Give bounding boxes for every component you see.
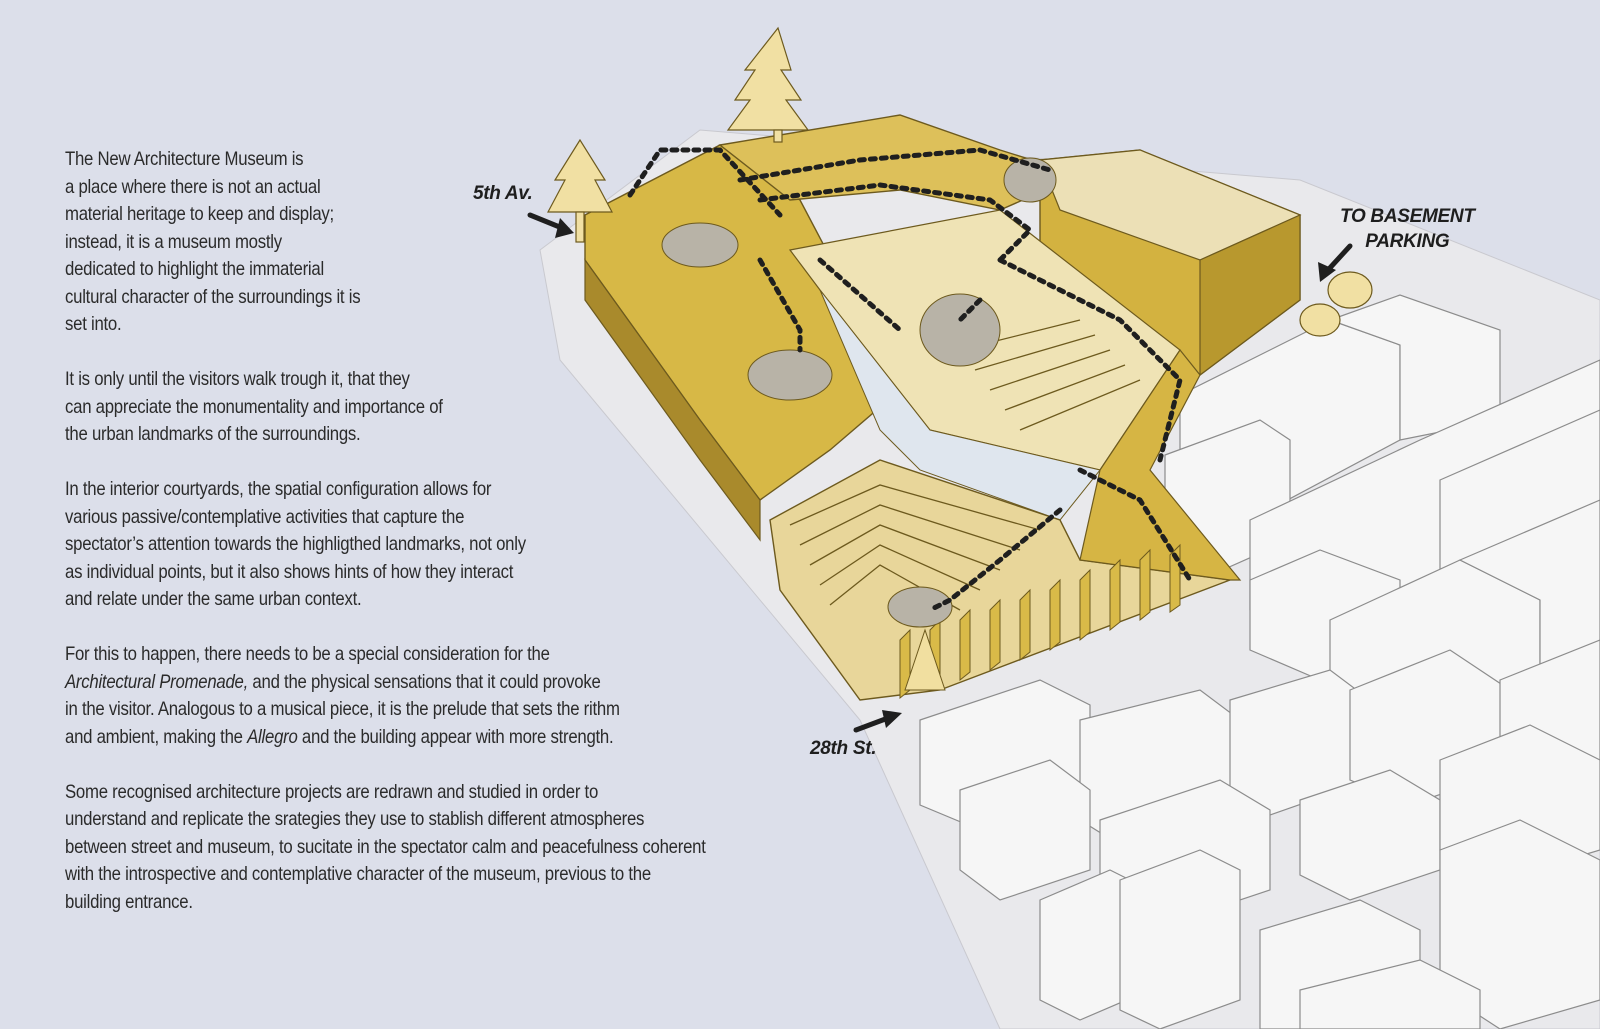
paragraph-2: It is only until the visitors walk troug…	[65, 366, 701, 449]
label-basement-line2: PARKING	[1365, 231, 1450, 252]
arrow-basement	[1325, 243, 1353, 273]
text-line: in the visitor. Analogous to a musical p…	[65, 698, 620, 720]
text-line: various passive/contemplative activities…	[65, 505, 465, 528]
text-line: with the introspective and contemplative…	[65, 863, 651, 885]
text-line: and ambient, making the Allegro and the …	[65, 724, 701, 752]
text-span: and ambient, making the	[65, 725, 248, 748]
museum-building	[584, 114, 1302, 701]
text-line: between street and museum, to sucitate i…	[65, 835, 706, 858]
arrow-28th	[853, 715, 891, 733]
trees	[547, 26, 1373, 337]
text-line: instead, it is a museum mostly	[65, 230, 282, 253]
emphasis-allegro: Allegro	[247, 725, 298, 748]
text-line: spectator’s attention towards the highli…	[65, 533, 526, 555]
description-text: The New Architecture Museum is a place w…	[65, 146, 706, 944]
label-5th-av: 5th Av.	[473, 183, 533, 204]
text-line: as individual points, but it also shows …	[65, 560, 514, 583]
text-line: cultural character of the surroundings i…	[65, 285, 361, 308]
text-line: and relate under the same urban context.	[65, 588, 362, 610]
paragraph-1: The New Architecture Museum is a place w…	[65, 146, 701, 339]
arrows	[527, 212, 1353, 733]
text-line: dedicated to highlight the immaterial	[65, 258, 324, 280]
text-line: material heritage to keep and display;	[65, 203, 334, 225]
arrow-5th-av	[527, 212, 565, 231]
text-line: building entrance.	[65, 890, 193, 913]
label-to-basement-parking: TO BASEMENT PARKING	[1340, 204, 1475, 254]
text-line: Architectural Promenade, and the physica…	[65, 669, 701, 697]
text-line: set into.	[65, 313, 122, 335]
label-basement-line1: TO BASEMENT	[1340, 206, 1475, 227]
emphasis-architectural-promenade: Architectural Promenade,	[65, 670, 249, 693]
text-line: a place where there is not an actual	[65, 175, 321, 198]
label-28th-st: 28th St.	[810, 738, 877, 759]
text-line: The New Architecture Museum is	[65, 148, 304, 170]
text-line: understand and replicate the srategies t…	[65, 808, 645, 830]
text-line: can appreciate the monumentality and imp…	[65, 395, 443, 418]
paragraph-5: Some recognised architecture projects ar…	[65, 779, 706, 917]
paragraph-3: In the interior courtyards, the spatial …	[65, 476, 701, 614]
text-line: In the interior courtyards, the spatial …	[65, 478, 492, 500]
text-span: and the physical sensations that it coul…	[248, 670, 601, 693]
context-buildings	[919, 294, 1600, 1029]
text-line: Some recognised architecture projects ar…	[65, 780, 599, 803]
paragraph-4: For this to happen, there needs to be a …	[65, 641, 701, 751]
text-line: the urban landmarks of the surroundings.	[65, 423, 361, 445]
text-line: It is only until the visitors walk troug…	[65, 368, 410, 390]
text-line: For this to happen, there needs to be a …	[65, 643, 550, 665]
text-span: and the building appear with more streng…	[297, 725, 614, 748]
